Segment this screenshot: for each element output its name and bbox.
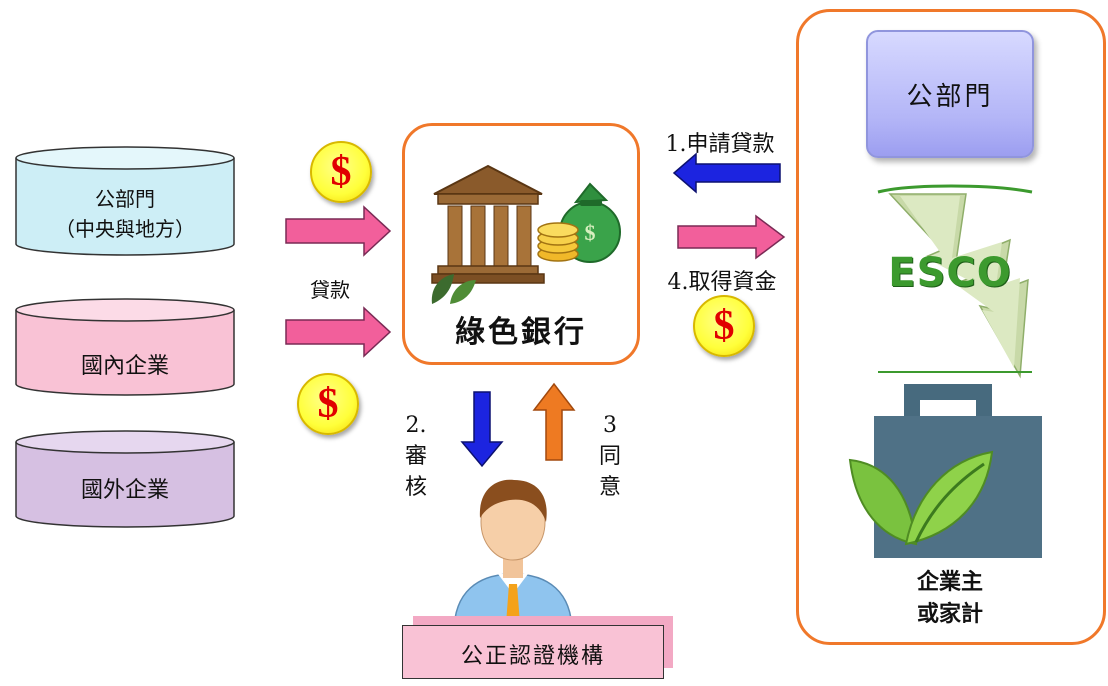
agree-label: 3 同 意 xyxy=(590,410,630,503)
dollar-coin-icon: $ xyxy=(693,295,755,357)
esco-lightning-icon xyxy=(877,184,1033,379)
public-sector-label: 公部門 （中央與地方） xyxy=(14,184,236,244)
leaf-icon xyxy=(431,274,476,304)
apply-loan-label: 1.申請貸款 xyxy=(665,132,775,157)
review-label-2: 審 xyxy=(404,444,427,469)
svg-text:$: $ xyxy=(585,220,596,245)
agree-label-1: 3 xyxy=(603,413,617,438)
public-sector-title: 公部門 xyxy=(95,187,155,211)
esco-label: ESCO xyxy=(888,250,1012,296)
obtain-funds-arrow-icon xyxy=(677,214,786,260)
owner-label-line1: 企業主 xyxy=(916,569,983,595)
public-sector-box xyxy=(866,30,1034,158)
money-bag-icon: $ xyxy=(537,182,621,263)
owner-label-line2: 或家計 xyxy=(916,601,983,627)
review-label-3: 核 xyxy=(404,475,427,500)
obtain-funds-label: 4.取得資金 xyxy=(667,270,777,295)
dollar-coin-icon: $ xyxy=(310,141,372,203)
loan-label: 貸款 xyxy=(310,278,350,302)
public-sector-box-label: 公部門 xyxy=(906,82,994,112)
domestic-enterprise-cylinder xyxy=(15,298,235,396)
review-label: 2. 審 核 xyxy=(396,410,436,503)
bank-building-icon xyxy=(431,164,545,284)
agree-label-2: 同 xyxy=(598,444,621,469)
foreign-enterprise-cylinder xyxy=(15,430,235,528)
public-sector-cylinder xyxy=(15,146,235,256)
certifier-box xyxy=(402,625,664,679)
funding-arrow-icon xyxy=(285,205,392,257)
dollar-coin-icon: $ xyxy=(297,373,359,435)
apply-loan-arrow-icon xyxy=(672,152,781,194)
owner-label: 企業主 或家計 xyxy=(866,566,1034,630)
briefcase-leaf-icon xyxy=(848,384,1042,558)
agree-label-3: 意 xyxy=(598,475,621,500)
public-sector-subtitle: （中央與地方） xyxy=(55,217,195,241)
green-bank-title: 綠色銀行 xyxy=(455,315,587,350)
review-arrow-icon xyxy=(460,391,504,468)
agree-arrow-icon xyxy=(532,382,576,461)
domestic-enterprise-label: 國內企業 xyxy=(80,354,169,379)
foreign-enterprise-label: 國外企業 xyxy=(80,478,169,503)
review-label-1: 2. xyxy=(405,413,427,438)
loan-arrow-icon xyxy=(285,306,392,358)
certifier-label: 公正認證機構 xyxy=(460,644,605,669)
person-icon xyxy=(453,479,573,633)
